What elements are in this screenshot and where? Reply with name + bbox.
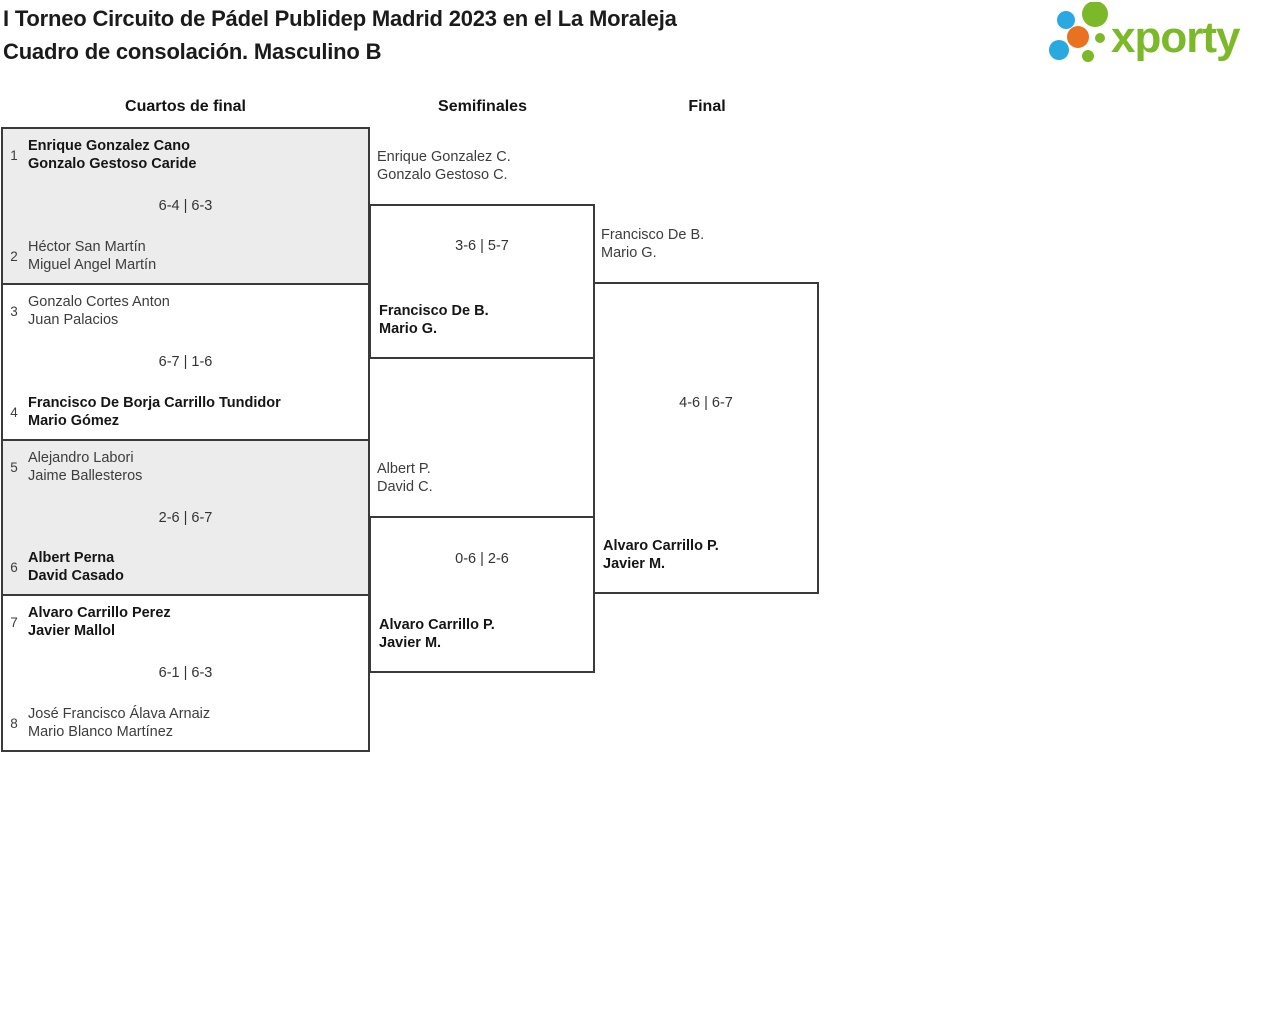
logo-dot-green-large (1082, 2, 1108, 27)
team-players: Enrique Gonzalez Cano Gonzalo Gestoso Ca… (28, 137, 196, 173)
player-name: Mario G. (601, 245, 657, 261)
team-players: Gonzalo Cortes Anton Juan Palacios (28, 293, 170, 329)
player-name: Javier M. (379, 635, 442, 651)
team-players: Héctor San Martín Miguel Angel Martín (28, 238, 156, 274)
semifinal-match-1: 3-6 | 5-7 Francisco De B. Mario G. (369, 204, 595, 359)
player-name: Jaime Ballesteros (28, 468, 143, 484)
match-divider (3, 439, 368, 441)
seed-number: 2 (10, 248, 18, 264)
player-name: David C. (377, 479, 433, 495)
team-players: Albert Perna David Casado (28, 549, 124, 585)
logo-dot-blue-bottom (1049, 40, 1069, 60)
team-players: Alvaro Carrillo Perez Javier Mallol (28, 604, 171, 640)
player-name: Francisco De B. (601, 227, 705, 243)
seed-number: 4 (10, 404, 18, 420)
player-name: Alvaro Carrillo Perez (28, 605, 171, 621)
team-entry: 2 Héctor San Martín Miguel Angel Martín (6, 238, 360, 274)
round-header-quarterfinals: Cuartos de final (125, 98, 246, 115)
team-players: Francisco De B. Mario G. (379, 302, 489, 338)
seed-number: 7 (10, 614, 18, 630)
logo-dot-green-small (1095, 33, 1105, 43)
player-name: Enrique Gonzalez C. (377, 149, 511, 165)
match-divider (3, 594, 368, 596)
player-name: Gonzalo Cortes Anton (28, 294, 170, 310)
player-name: Gonzalo Gestoso Caride (28, 156, 197, 172)
seed-number: 6 (10, 559, 18, 575)
quarterfinal-match-3: 5 Alejandro Labori Jaime Ballesteros 2-6… (3, 441, 368, 594)
player-name: Javier M. (603, 556, 666, 572)
match-score: 6-7 | 1-6 (158, 354, 213, 370)
match-score: 4-6 | 6-7 (679, 395, 733, 411)
player-name: Héctor San Martín (28, 239, 146, 255)
round-header-semifinals: Semifinales (438, 98, 527, 115)
player-name: Mario G. (379, 321, 438, 337)
player-name: Francisco De B. (379, 303, 489, 319)
player-name: Albert P. (377, 461, 431, 477)
match-score: 0-6 | 2-6 (455, 551, 509, 567)
team-entry: 6 Albert Perna David Casado (6, 549, 360, 585)
player-name: Albert Perna (28, 550, 115, 566)
quarterfinals-column: 1 Enrique Gonzalez Cano Gonzalo Gestoso … (1, 127, 370, 752)
quarterfinal-match-1: 1 Enrique Gonzalez Cano Gonzalo Gestoso … (3, 129, 368, 283)
seed-number: 5 (10, 459, 18, 475)
player-name: Alejandro Labori (28, 450, 134, 466)
match-score: 3-6 | 5-7 (455, 238, 509, 254)
team-players: Alvaro Carrillo P. Javier M. (603, 537, 719, 573)
semifinal-match-2: 0-6 | 2-6 Alvaro Carrillo P. Javier M. (369, 516, 595, 673)
player-name: Mario Gómez (28, 413, 120, 429)
tournament-name: I Torneo Circuito de Pádel Publidep Madr… (3, 6, 677, 31)
team-entry: 8 José Francisco Álava Arnaiz Mario Blan… (6, 705, 360, 741)
logo-dot-blue-top (1057, 11, 1075, 29)
final-match: 4-6 | 6-7 Alvaro Carrillo P. Javier M. (593, 282, 819, 594)
player-name: Javier Mallol (28, 623, 116, 639)
player-name: Alvaro Carrillo P. (603, 538, 719, 554)
team-players: Enrique Gonzalez C. Gonzalo Gestoso C. (377, 148, 511, 184)
team-players: Albert P. David C. (377, 460, 433, 496)
match-score: 6-4 | 6-3 (158, 198, 213, 214)
round-header-final: Final (688, 98, 726, 115)
player-name: Juan Palacios (28, 312, 119, 328)
quarterfinal-match-2: 3 Gonzalo Cortes Anton Juan Palacios 6-7… (3, 285, 368, 439)
player-name: David Casado (28, 568, 124, 584)
seed-number: 8 (10, 715, 18, 731)
team-players: José Francisco Álava Arnaiz Mario Blanco… (28, 705, 210, 741)
player-name: Francisco De Borja Carrillo Tundidor (28, 395, 281, 411)
player-name: Miguel Angel Martín (28, 257, 157, 273)
team-players: Francisco De Borja Carrillo Tundidor Mar… (28, 394, 281, 430)
match-score: 6-1 | 6-3 (158, 665, 213, 681)
match-divider (3, 283, 368, 285)
seed-number: 1 (10, 147, 18, 163)
player-name: Gonzalo Gestoso C. (377, 167, 508, 183)
logo-dot-orange (1067, 26, 1089, 48)
team-entry: 4 Francisco De Borja Carrillo Tundidor M… (6, 394, 360, 430)
logo-wordmark: xporty (1111, 13, 1241, 62)
player-name: Alvaro Carrillo P. (379, 617, 495, 633)
team-players: Alvaro Carrillo P. Javier M. (379, 616, 495, 652)
team-entry: 1 Enrique Gonzalez Cano Gonzalo Gestoso … (6, 137, 360, 173)
player-name: José Francisco Álava Arnaiz (28, 706, 211, 722)
bracket-subtitle: Cuadro de consolación. Masculino B (3, 39, 382, 64)
player-name: Enrique Gonzalez Cano (28, 138, 190, 154)
team-entry: 7 Alvaro Carrillo Perez Javier Mallol (6, 604, 360, 640)
logo-dot-green-bottom (1082, 50, 1094, 62)
team-entry: 5 Alejandro Labori Jaime Ballesteros (6, 449, 360, 485)
match-score: 2-6 | 6-7 (158, 509, 213, 526)
page-title: I Torneo Circuito de Pádel Publidep Madr… (3, 2, 677, 68)
xporty-logo[interactable]: xporty (1048, 2, 1280, 64)
team-players: Francisco De B. Mario G. (601, 226, 704, 262)
seed-number: 3 (10, 303, 18, 319)
quarterfinal-match-4: 7 Alvaro Carrillo Perez Javier Mallol 6-… (3, 596, 368, 750)
player-name: Mario Blanco Martínez (28, 724, 174, 740)
team-players: Alejandro Labori Jaime Ballesteros (28, 449, 142, 485)
team-entry: 3 Gonzalo Cortes Anton Juan Palacios (6, 293, 360, 329)
